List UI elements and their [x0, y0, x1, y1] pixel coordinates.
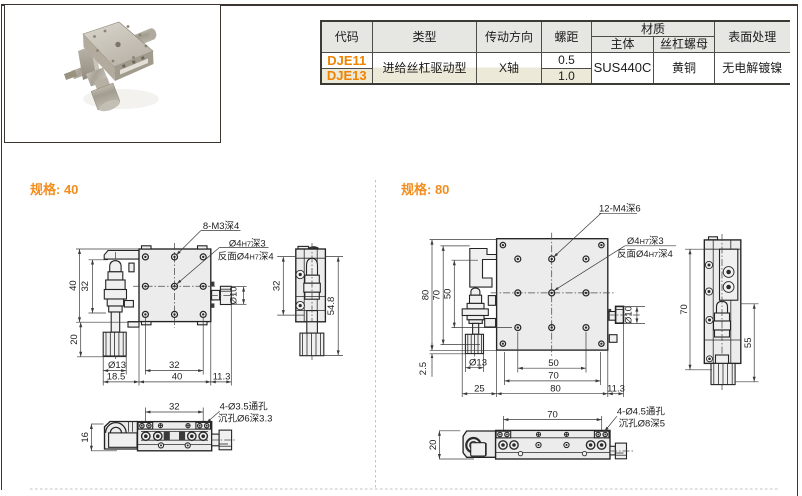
svg-text:11.3: 11.3 — [607, 383, 625, 394]
svg-text:11.3: 11.3 — [213, 372, 231, 383]
svg-text:40: 40 — [172, 372, 183, 383]
svg-text:70: 70 — [548, 371, 559, 382]
svg-text:8-M3深4: 8-M3深4 — [203, 221, 239, 232]
svg-text:80: 80 — [420, 290, 431, 301]
svg-text:20: 20 — [69, 334, 80, 345]
svg-text:70: 70 — [547, 409, 558, 420]
svg-text:2.5: 2.5 — [418, 362, 429, 375]
svg-text:Ø10: Ø10 — [623, 306, 634, 324]
svg-text:Ø10: Ø10 — [229, 286, 240, 304]
svg-text:50: 50 — [548, 358, 559, 369]
svg-text:25: 25 — [474, 383, 485, 394]
svg-text:Ø13: Ø13 — [469, 357, 487, 368]
svg-text:32: 32 — [80, 281, 91, 292]
svg-text:12-M4深6: 12-M4深6 — [599, 204, 641, 215]
svg-text:沉孔Ø8深5: 沉孔Ø8深5 — [619, 418, 665, 429]
svg-text:50: 50 — [443, 289, 454, 300]
svg-text:18.5: 18.5 — [107, 372, 126, 383]
svg-text:40: 40 — [68, 280, 79, 291]
svg-text:70: 70 — [432, 290, 443, 301]
svg-text:反面Ø4H7深4: 反面Ø4H7深4 — [617, 249, 673, 260]
svg-text:32: 32 — [169, 402, 180, 413]
svg-text:反面Ø4H7深4: 反面Ø4H7深4 — [218, 252, 274, 263]
svg-text:Ø4H7深3: Ø4H7深3 — [627, 236, 664, 247]
svg-text:Ø4H7深3: Ø4H7深3 — [229, 238, 266, 249]
svg-text:4-Ø4.5通孔: 4-Ø4.5通孔 — [617, 406, 666, 417]
svg-text:70: 70 — [679, 304, 690, 315]
svg-text:4-Ø3.5通孔: 4-Ø3.5通孔 — [220, 401, 269, 412]
svg-text:32: 32 — [272, 281, 283, 292]
svg-text:32: 32 — [169, 360, 180, 371]
svg-text:80: 80 — [550, 383, 561, 394]
svg-text:54.8: 54.8 — [326, 297, 337, 316]
svg-text:20: 20 — [428, 440, 439, 451]
svg-text:16: 16 — [80, 432, 91, 443]
svg-text:55: 55 — [743, 338, 754, 349]
svg-text:Ø13: Ø13 — [108, 360, 126, 371]
svg-text:沉孔Ø6深3.3: 沉孔Ø6深3.3 — [218, 413, 272, 424]
